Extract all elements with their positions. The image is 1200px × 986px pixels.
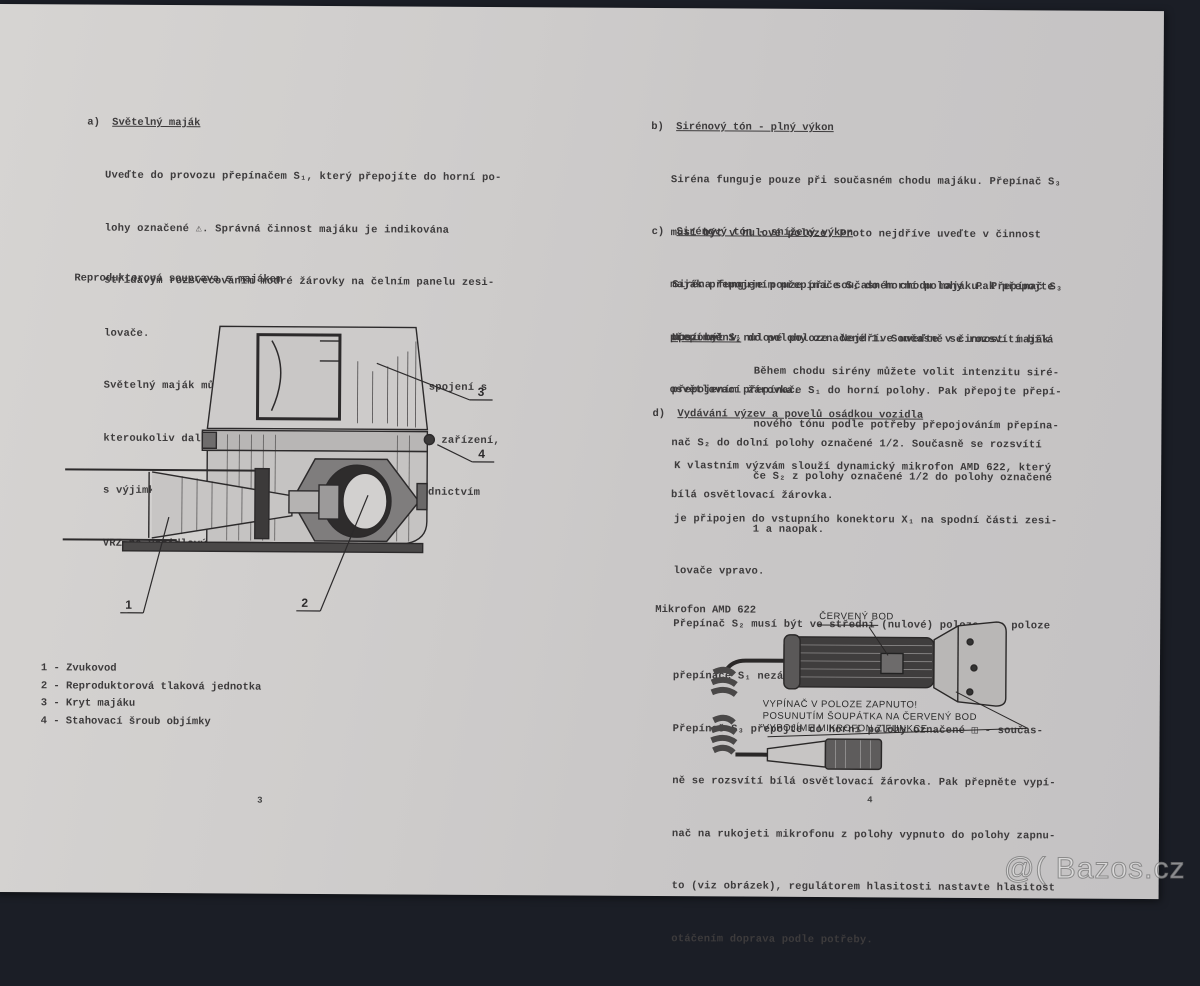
section-a-heading: a) Světelný maják xyxy=(87,117,200,130)
legend-item: 2 - Reproduktorová tlaková jednotka xyxy=(41,678,262,697)
text-line: otáčením doprava podle potřeby. xyxy=(671,931,1055,951)
document-sheet: a) Světelný maják Uveďte do provozu přep… xyxy=(0,4,1164,899)
section-d-heading: d) Vydávání výzev a povelů osádkou vozid… xyxy=(652,408,923,422)
section-d-label: d) xyxy=(652,408,665,420)
text-line: Siréna funguje pouze při současném chodu… xyxy=(672,277,1062,297)
red-dot-label: ČERVENÝ BOD xyxy=(819,611,894,623)
text-line: Uveďte do provozu přepínačem S₁, který p… xyxy=(105,168,502,188)
figure-caption: Reproduktorová souprava s majákem xyxy=(74,272,282,285)
section-c-label: c) xyxy=(652,226,665,238)
text-line: je připojen do vstupního konektoru X₁ na… xyxy=(674,511,1058,531)
section-d-title: Vydávání výzev a povelů osádkou vozidla xyxy=(677,408,923,422)
callout-2: 2 xyxy=(301,596,308,610)
callout-1: 1 xyxy=(125,598,132,612)
section-b-label: b) xyxy=(651,121,664,133)
text-line: Během chodu sirény můžete volit intenzit… xyxy=(754,364,1060,383)
speaker-beacon-illustration: 3 4 1 2 xyxy=(56,309,518,632)
text-line: Siréna funguje pouze při současném chodu… xyxy=(671,172,1061,192)
legend-item: 4 - Stahovací šroub objímky xyxy=(41,713,262,732)
text-line: lohy označené ⚠. Správná činnost majáku … xyxy=(105,220,502,240)
text-line: to (viz obrázek), regulátorem hlasitosti… xyxy=(672,878,1056,898)
switch-note: VYPÍNAČ V POLOZE ZAPNUTO! POSUNUTÍM ŠOUP… xyxy=(763,699,978,736)
note-label: Upozornění: xyxy=(672,332,741,344)
legend-item: 1 - Zvukovod xyxy=(41,660,262,679)
callout-4: 4 xyxy=(478,447,485,461)
figure-legend: 1 - Zvukovod 2 - Reproduktorová tlaková … xyxy=(41,660,262,731)
section-b-heading: b) Sirénový tón - plný výkon xyxy=(651,121,834,134)
legend-item: 3 - Kryt majáku xyxy=(41,695,262,714)
section-c-heading: c) Sirénový tón - snížený výkon xyxy=(652,226,853,239)
page-number-right: 4 xyxy=(867,795,872,805)
section-a-title: Světelný maják xyxy=(112,117,200,130)
section-b-title: Sirénový tón - plný výkon xyxy=(676,121,834,134)
watermark: @( Bazos.cz xyxy=(1004,852,1186,886)
text-line: K vlastním výzvám slouží dynamický mikro… xyxy=(674,458,1058,478)
text-line: nač na rukojeti mikrofonu z polohy vypnu… xyxy=(672,826,1056,846)
microphone-illustration xyxy=(695,608,1046,780)
section-a-label: a) xyxy=(87,117,100,129)
switch-note-line: VYPOJÍME MIKROFON Z FUNKCE xyxy=(763,723,977,736)
section-c-title: Sirénový tón - snížený výkon xyxy=(677,226,854,239)
text-line: lovače vpravo. xyxy=(673,563,1057,583)
callout-3: 3 xyxy=(478,385,485,399)
page-number-left: 3 xyxy=(257,796,262,806)
